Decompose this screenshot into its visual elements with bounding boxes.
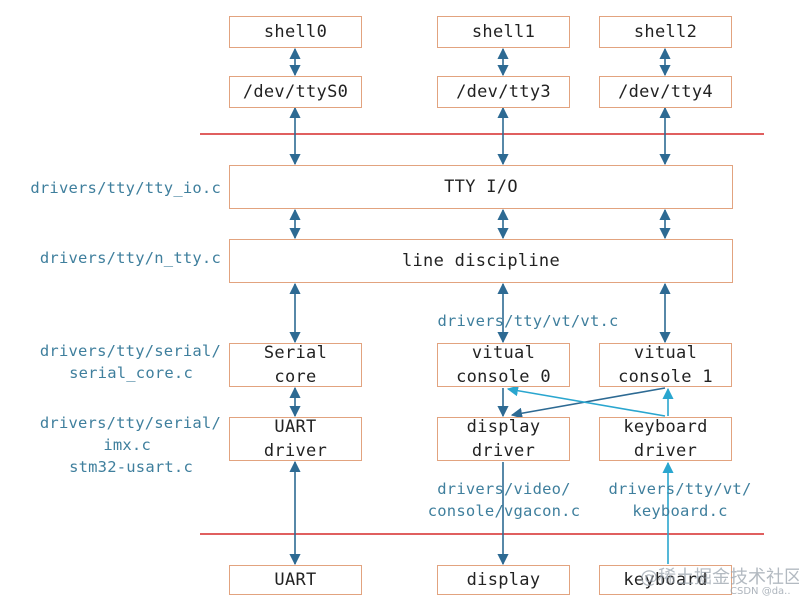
- keyboard-driver-line1: keyboard: [623, 417, 708, 437]
- virtual-console-1-box: vitual console 1: [599, 343, 732, 387]
- vconsole0-line2: console 0: [456, 367, 551, 387]
- serial-core-line1: Serial: [263, 343, 328, 363]
- arrow-keyboarddriver-vconsole0: [506, 385, 666, 417]
- uart-source-line2: imx.c: [103, 436, 151, 454]
- display-hw-box: display: [437, 565, 570, 595]
- vgacon-source-line1: drivers/video/: [437, 480, 571, 498]
- serial-core-box: Serial core: [229, 343, 362, 387]
- uart-driver-source-label: drivers/tty/serial/ imx.c stm32-usart.c: [8, 412, 221, 478]
- keyboard-source-line2: keyboard.c: [632, 502, 728, 520]
- n-tty-source-label: drivers/tty/n_tty.c: [39, 249, 221, 267]
- serial-core-source-label: drivers/tty/serial/ serial_core.c: [8, 340, 221, 384]
- ttyS0-box: /dev/ttyS0: [229, 76, 362, 108]
- vconsole1-line1: vitual: [633, 343, 698, 363]
- tty4-box: /dev/tty4: [599, 76, 732, 108]
- keyboard-source-line1: drivers/tty/vt/: [608, 480, 752, 498]
- tty-io-box: TTY I/O: [229, 165, 733, 209]
- uart-driver-line1: UART: [274, 417, 317, 437]
- vt-source-label: drivers/tty/vt/vt.c: [437, 312, 619, 330]
- serial-core-source-line2: serial_core.c: [69, 364, 193, 382]
- line-discipline-box: line discipline: [229, 239, 733, 283]
- shell2-box: shell2: [599, 16, 732, 48]
- uart-driver-line2: driver: [263, 441, 328, 461]
- vconsole1-line2: console 1: [618, 367, 713, 387]
- keyboard-driver-line2: driver: [633, 441, 698, 461]
- display-driver-line1: display: [466, 417, 541, 437]
- shell1-box: shell1: [437, 16, 570, 48]
- arrow-vconsole1-displaydriver: [510, 387, 666, 419]
- serial-core-source-line1: drivers/tty/serial/: [39, 342, 221, 360]
- serial-core-line2: core: [274, 367, 317, 387]
- shell0-box: shell0: [229, 16, 362, 48]
- uart-driver-box: UART driver: [229, 417, 362, 461]
- uart-source-line1: drivers/tty/serial/: [39, 414, 221, 432]
- uart-source-line3: stm32-usart.c: [69, 458, 193, 476]
- tty-io-source-label: drivers/tty/tty_io.c: [30, 179, 221, 197]
- display-driver-line2: driver: [471, 441, 536, 461]
- watermark-main: @稀土掘金技术社区: [640, 567, 799, 588]
- keyboard-hw-box: keyboard: [599, 565, 732, 595]
- virtual-console-0-box: vitual console 0: [437, 343, 570, 387]
- keyboard-driver-box: keyboard driver: [599, 417, 732, 461]
- keyboard-source-label: drivers/tty/vt/ keyboard.c: [598, 478, 762, 522]
- uart-hw-box: UART: [229, 565, 362, 595]
- vgacon-source-line2: console/vgacon.c: [427, 502, 581, 520]
- tty3-box: /dev/tty3: [437, 76, 570, 108]
- vconsole0-line1: vitual: [471, 343, 536, 363]
- display-driver-box: display driver: [437, 417, 570, 461]
- vgacon-source-label: drivers/video/ console/vgacon.c: [412, 478, 596, 522]
- watermark-sub: CSDN @da..: [730, 586, 791, 597]
